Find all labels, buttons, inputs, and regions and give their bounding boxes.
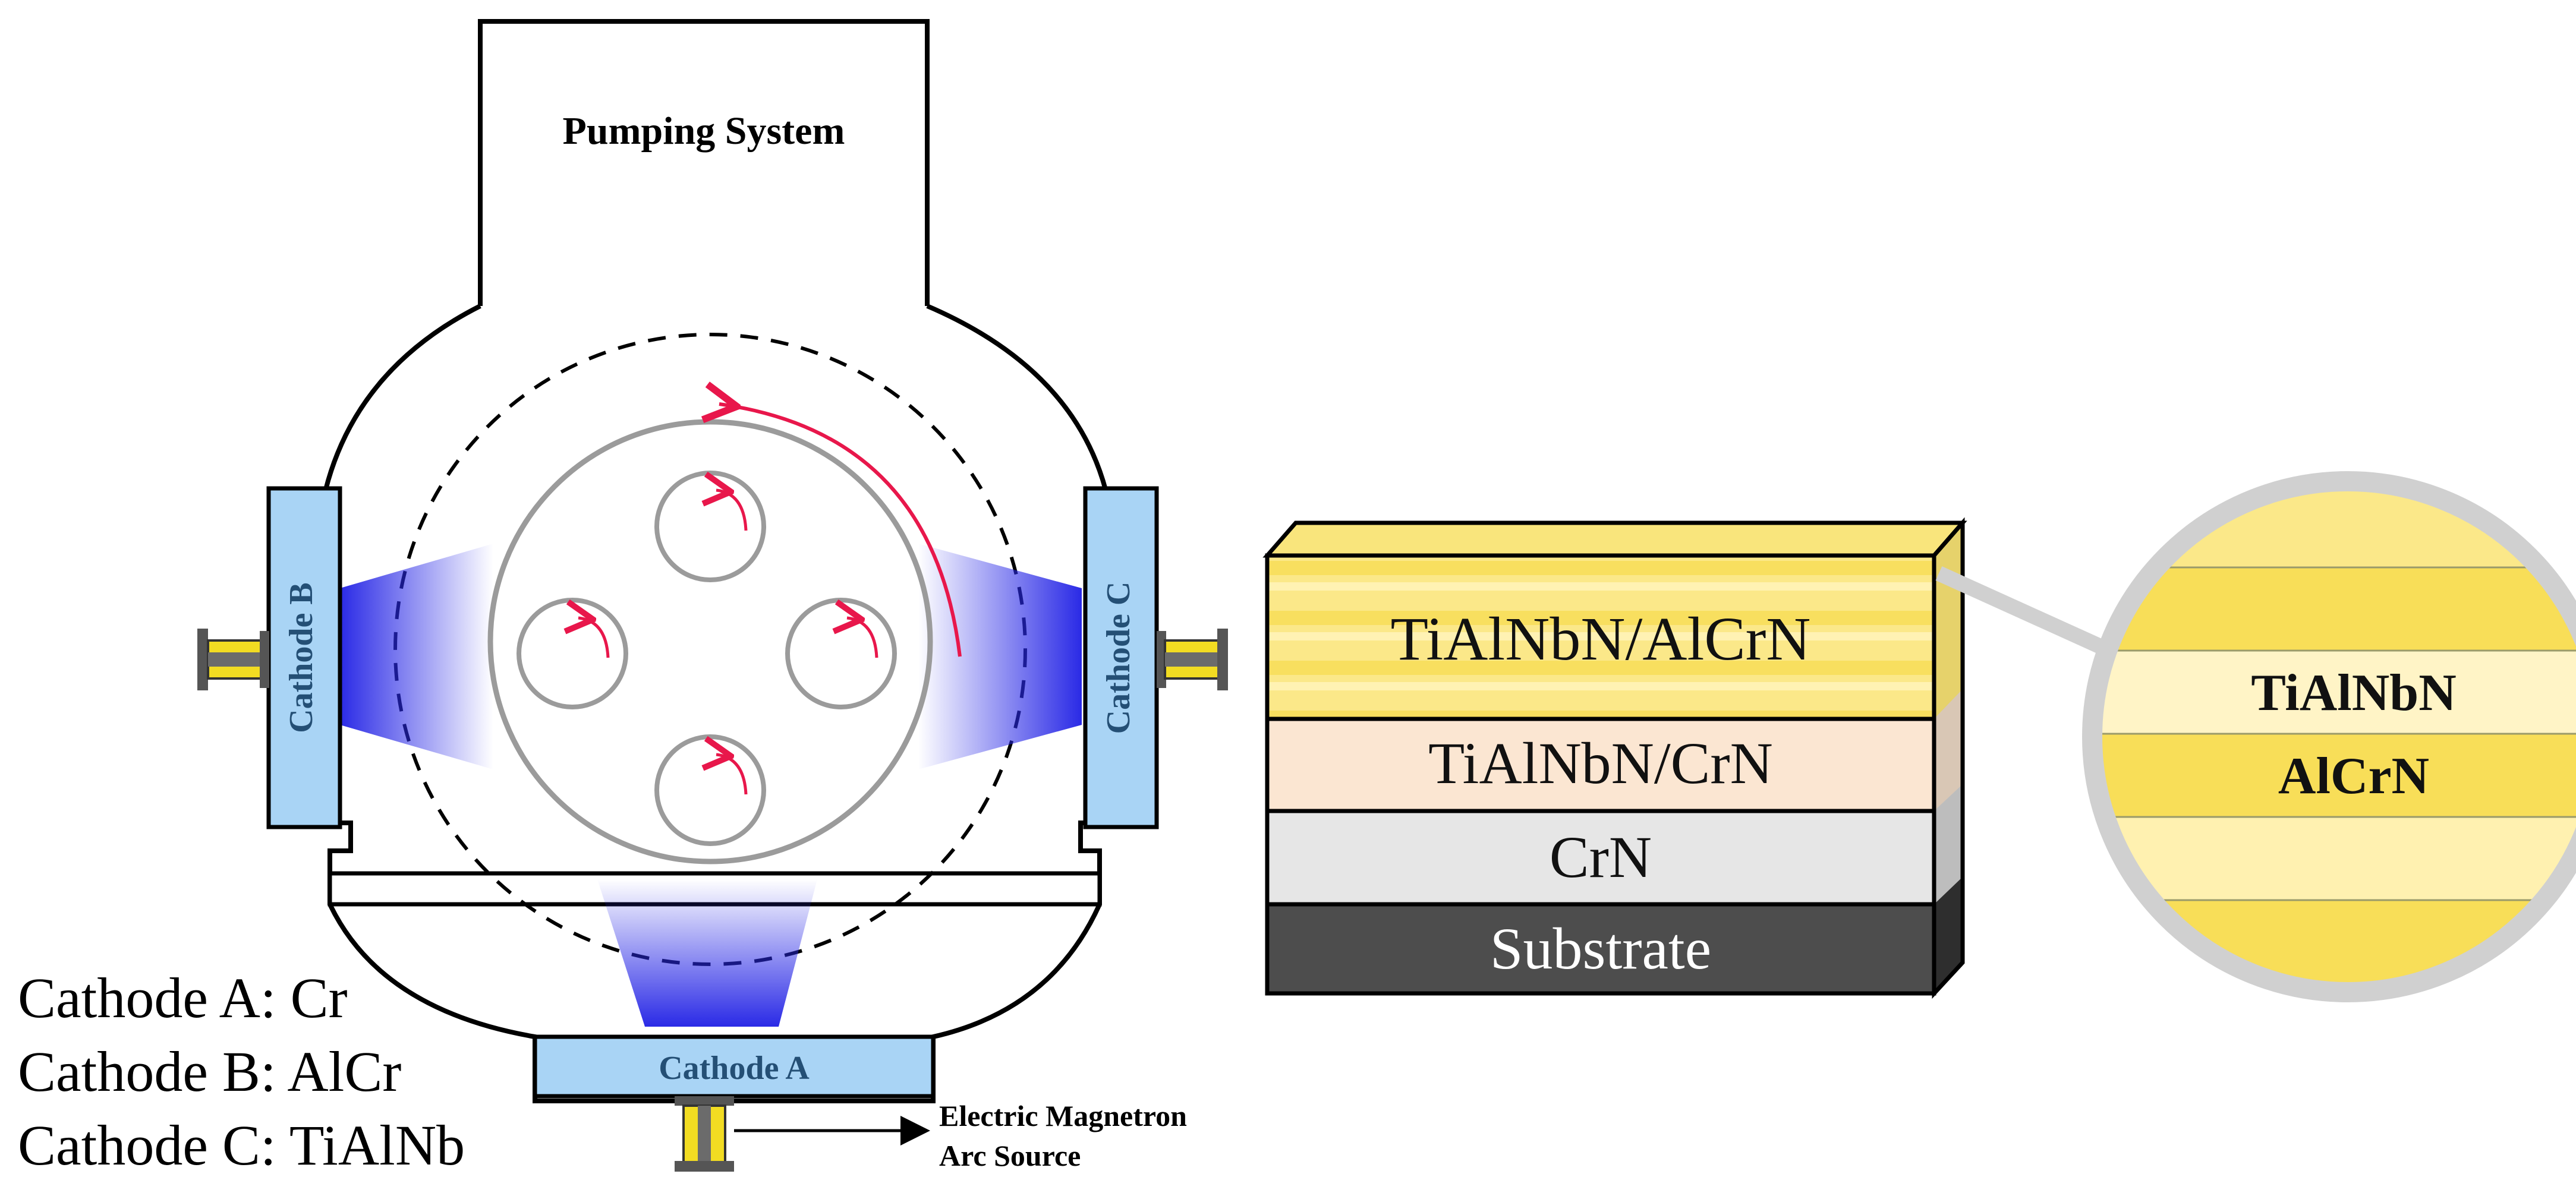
- zoom-connector: [1935, 566, 2120, 661]
- layer-label: TiAlNbN/CrN: [1428, 730, 1773, 796]
- coating-stack: TiAlNbN/AlCrN TiAlNbN/CrN CrN Substrate: [1262, 517, 1967, 999]
- layer-tialnbn-crn: [1265, 717, 1936, 813]
- zoom-circle: [2082, 471, 2576, 1002]
- holder-rotation-arrow-top: [716, 490, 748, 531]
- zoom-label-alcrn: AlCrN: [2278, 747, 2429, 805]
- stack-top-face: [1262, 520, 1967, 558]
- plasma-beam-a: [597, 879, 817, 1027]
- pumping-system-label: Pumping System: [563, 109, 845, 153]
- zoom-callout: TiAlNbN AlCrN: [1935, 471, 2576, 1002]
- plasma-beam-b: [340, 544, 493, 769]
- cathode-legend: Cathode A: Cr Cathode B: AlCr Cathode C:…: [18, 966, 465, 1177]
- cathode-c-label: Cathode C: [1100, 582, 1137, 734]
- layer-label: CrN: [1550, 824, 1652, 890]
- side-crn-layer: [1934, 784, 1963, 904]
- pumping-system-box: [478, 19, 930, 315]
- side-middle-layer: [1934, 689, 1963, 811]
- legend-item: Cathode A: Cr: [18, 966, 348, 1030]
- legend-item: Cathode B: AlCr: [18, 1040, 401, 1103]
- cathode-a-label: Cathode A: [659, 1050, 810, 1087]
- sample-holder-bottom: [654, 734, 766, 846]
- layer-label: TiAlNbN/AlCrN: [1391, 605, 1811, 673]
- cathode-b-connector: [197, 629, 269, 690]
- holder-rotation-arrow-bottom: [716, 755, 748, 795]
- layer-tialnbn-alcrn: [1265, 553, 1936, 721]
- sample-holder-left: [517, 598, 628, 709]
- layer-substrate: [1265, 902, 1936, 996]
- holder-rotation-arrow-left: [578, 618, 610, 658]
- legend-item: Cathode C: TiAlNb: [18, 1113, 465, 1177]
- zoom-label-tialnbn: TiAlNbN: [2251, 664, 2457, 722]
- sample-holder-top: [654, 471, 766, 582]
- source-label-line1: Electric Magnetron: [939, 1099, 1187, 1132]
- cathode-c: [1083, 486, 1159, 829]
- layer-label: Substrate: [1490, 916, 1711, 982]
- cathode-a-connector: [675, 1096, 734, 1172]
- source-label-line2: Arc Source: [939, 1139, 1081, 1172]
- cathode-c-connector: [1157, 629, 1228, 690]
- holder-rotation-arrow-right: [847, 618, 878, 658]
- layer-crn: [1265, 809, 1936, 907]
- sample-holder-right: [785, 598, 897, 709]
- cathode-b-label: Cathode B: [283, 582, 320, 733]
- table-rotation-arrow: [719, 404, 962, 657]
- plasma-beam-c: [918, 544, 1082, 769]
- cathode-a: [533, 1034, 936, 1099]
- side-substrate: [1934, 877, 1963, 993]
- vacuum-chamber: Cathode B Cathode C Cathode A Pumpin: [197, 19, 1228, 1172]
